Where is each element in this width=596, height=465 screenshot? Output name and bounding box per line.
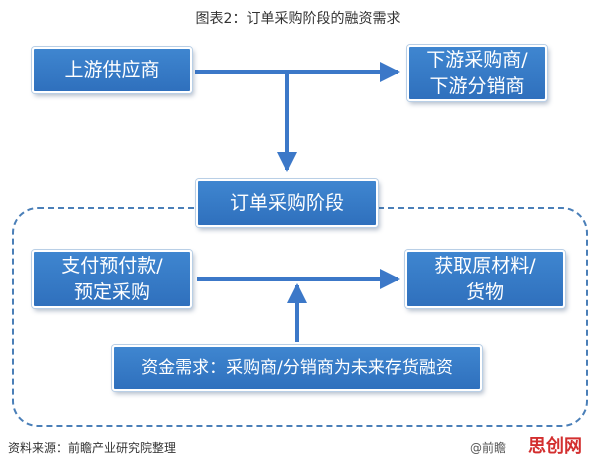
order-stage-box: 订单采购阶段 xyxy=(196,179,378,227)
payment-label-line2: 预定采购 xyxy=(73,281,150,303)
downstream-label-line2: 下游分销商 xyxy=(429,75,525,97)
payment-box: 支付预付款/ 预定采购 xyxy=(32,250,192,308)
upstream-supplier-box: 上游供应商 xyxy=(32,47,192,93)
funding-need-box: 资金需求：采购商/分销商为未来存货融资 xyxy=(112,345,482,391)
raw-label-line2: 货物 xyxy=(465,281,504,303)
funding-need-label: 资金需求：采购商/分销商为未来存货融资 xyxy=(141,358,453,378)
order-stage-label: 订单采购阶段 xyxy=(229,192,344,214)
downstream-buyer-box: 下游采购商/ 下游分销商 xyxy=(407,45,547,101)
source-note: 资料来源：前瞻产业研究院整理 xyxy=(8,441,177,455)
diagram-title: 图表2：订单采购阶段的融资需求 xyxy=(195,11,401,27)
raw-label-line1: 获取原材料/ xyxy=(434,255,536,277)
payment-label-line1: 支付预付款/ xyxy=(61,255,163,277)
downstream-label-line1: 下游采购商/ xyxy=(426,49,528,71)
credit-text: @前瞻 xyxy=(470,441,507,455)
raw-material-box: 获取原材料/ 货物 xyxy=(405,250,565,308)
upstream-supplier-label: 上游供应商 xyxy=(64,59,160,81)
site-watermark: 思创网 xyxy=(528,436,582,457)
